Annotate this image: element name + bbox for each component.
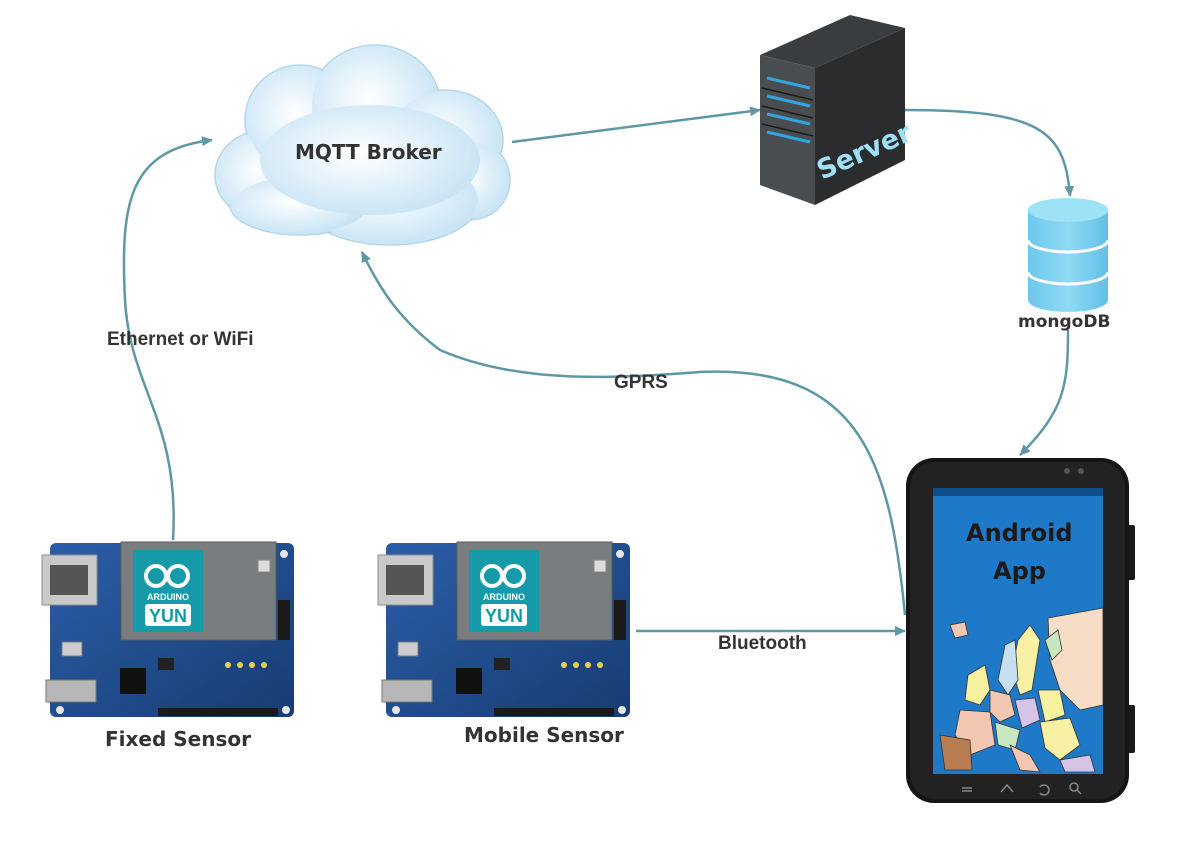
screen-title-line1: Android	[966, 519, 1073, 547]
mounting-hole	[618, 706, 626, 714]
status-led	[597, 662, 603, 668]
edge-fixed-to-broker	[122, 136, 213, 541]
micro-usb	[397, 641, 419, 657]
mounting-hole	[56, 706, 64, 714]
europe-map	[939, 607, 1104, 773]
screen-title-line2: App	[993, 557, 1046, 585]
edge-label-ethernet-wifi: Ethernet or WiFi	[107, 329, 254, 350]
status-led	[261, 662, 267, 668]
small-chip	[494, 658, 510, 670]
small-chip	[158, 658, 174, 670]
board-model-text: YUN	[485, 606, 523, 626]
mcu-chip	[456, 668, 482, 694]
board-model-plate	[481, 604, 527, 626]
mounting-hole	[282, 706, 290, 714]
status-led	[225, 662, 231, 668]
phone-nav-buttons	[962, 782, 1082, 796]
fixed-sensor-label: Fixed Sensor	[105, 727, 251, 751]
edge-label-gprs: GPRS	[614, 372, 668, 393]
board-model-plate	[145, 604, 191, 626]
mounting-hole	[280, 550, 288, 558]
mounting-hole	[616, 550, 624, 558]
board-brand-text: ARDUINO	[147, 592, 189, 602]
status-led	[237, 662, 243, 668]
reset-button	[257, 559, 271, 573]
mqtt-broker-cloud: MQTT Broker	[214, 44, 511, 246]
status-led	[561, 662, 567, 668]
ethernet-port	[50, 565, 88, 595]
edge-label-bluetooth: Bluetooth	[718, 633, 807, 654]
mcu-chip	[120, 668, 146, 694]
status-led	[249, 662, 255, 668]
mounting-hole	[392, 706, 400, 714]
connectors	[122, 106, 1075, 636]
database-label: mongoDB	[1018, 312, 1110, 332]
reset-button	[593, 559, 607, 573]
server-icon: Server	[760, 15, 917, 205]
edge-broker-to-server	[511, 106, 761, 144]
ethernet-port	[386, 565, 424, 595]
status-led	[585, 662, 591, 668]
header-pins-bottom	[158, 708, 278, 716]
edge-db-to-phone	[1019, 329, 1070, 456]
board-brand-text: ARDUINO	[483, 592, 525, 602]
broker-label: MQTT Broker	[295, 140, 442, 164]
database-icon: mongoDB	[1018, 198, 1110, 332]
usb-port	[381, 679, 433, 703]
android-phone: Android App	[906, 458, 1135, 803]
edge-phone-to-broker	[360, 251, 907, 616]
status-led	[573, 662, 579, 668]
micro-usb	[61, 641, 83, 657]
header-pins-bottom	[494, 708, 614, 716]
header-pins-right	[614, 600, 626, 640]
board-model-text: YUN	[149, 606, 187, 626]
header-pins-right	[278, 600, 290, 640]
fixed-sensor-board: ARDUINO YUN	[41, 541, 294, 717]
usb-port	[45, 679, 97, 703]
mobile-sensor-label: Mobile Sensor	[464, 723, 624, 747]
infinity-logo-right	[502, 564, 526, 588]
edge-server-to-db	[904, 108, 1075, 197]
infinity-logo-right	[166, 564, 190, 588]
mobile-sensor-board: ARDUINO YUN	[377, 541, 630, 717]
